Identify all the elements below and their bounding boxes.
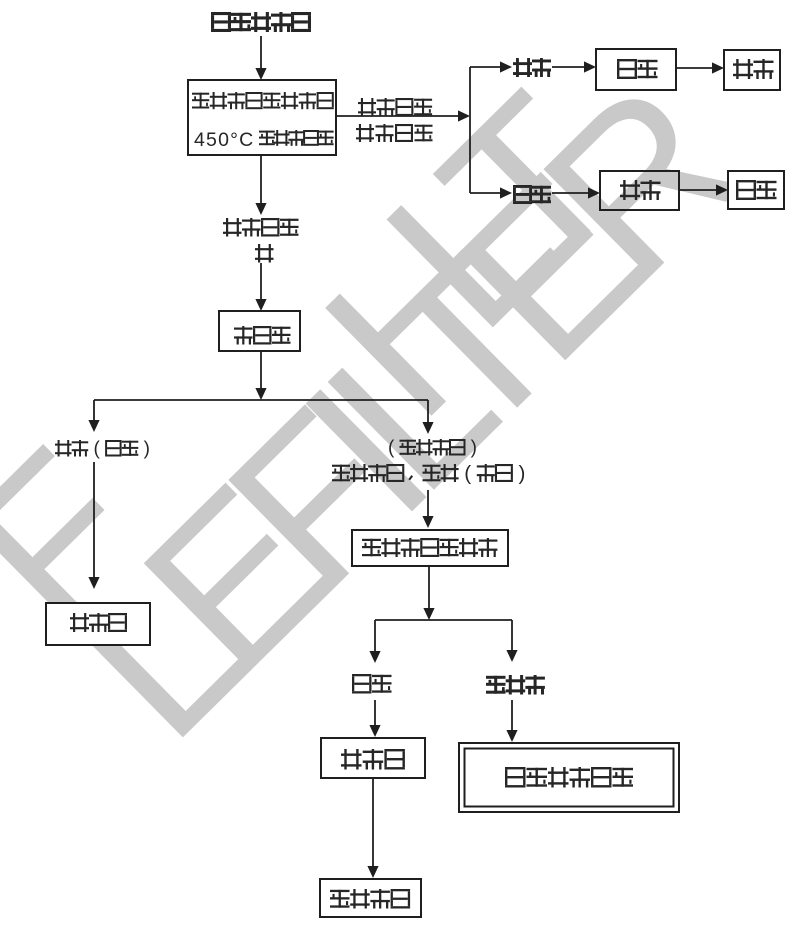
svg-text:450°C: 450°C xyxy=(194,129,254,151)
svg-text:(: ( xyxy=(94,439,101,460)
svg-text:): ) xyxy=(471,438,477,459)
svg-text:): ) xyxy=(519,462,526,485)
svg-text:(: ( xyxy=(464,462,471,485)
svg-text:(: ( xyxy=(388,438,395,459)
svg-text:): ) xyxy=(144,439,150,460)
